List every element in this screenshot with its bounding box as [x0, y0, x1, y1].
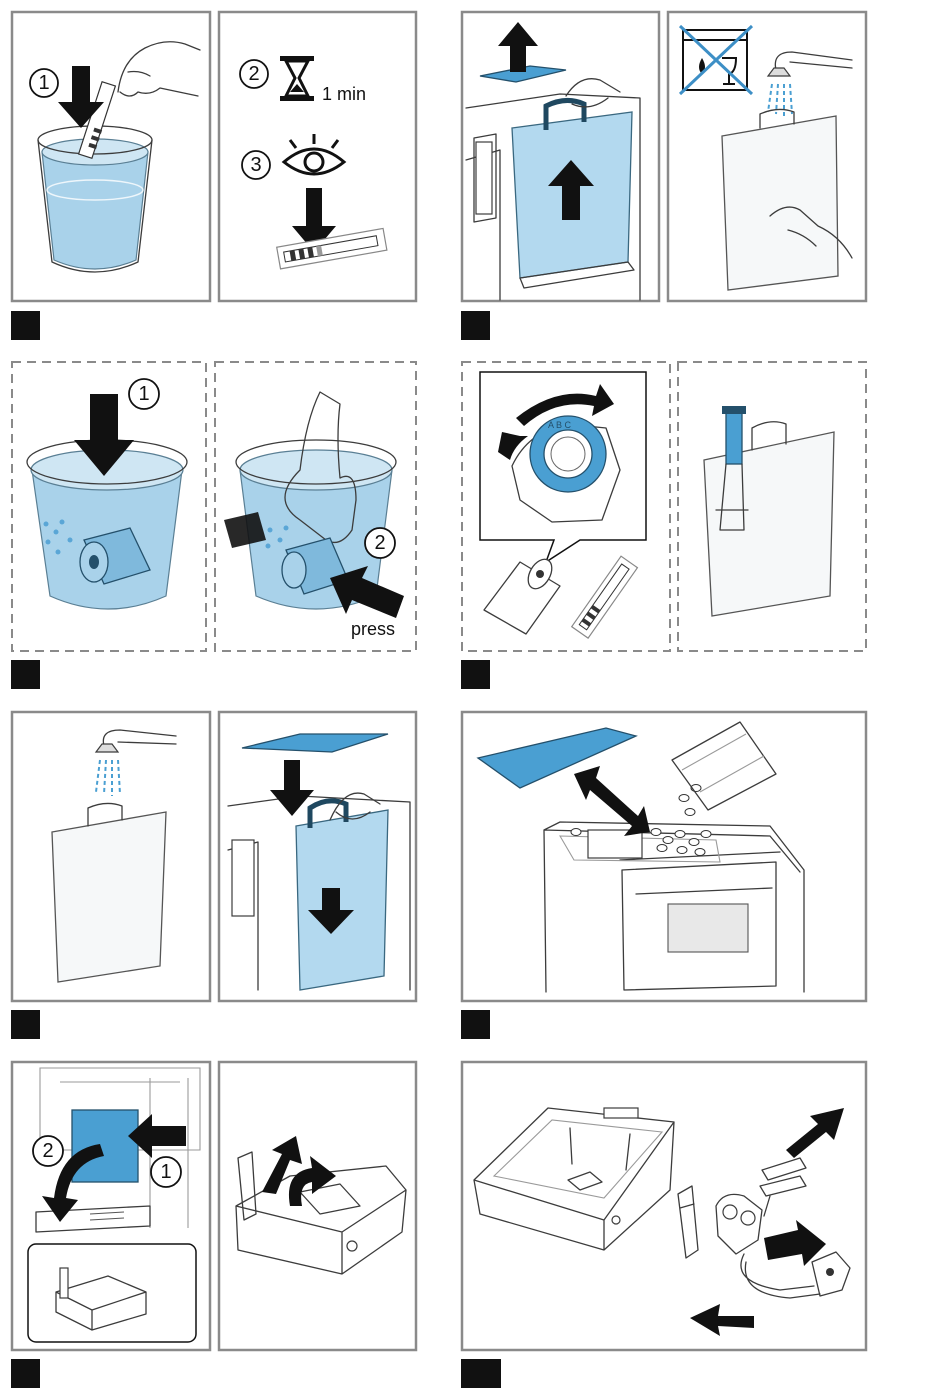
step-test-water-hardness: 1 2 1 min 3: [11, 12, 416, 340]
drip-tray-illustration: [72, 1110, 138, 1182]
step-badge-label: 2: [42, 1140, 53, 1162]
no-dishwasher-icon: [680, 26, 752, 94]
dial-letters: A B C: [548, 420, 572, 430]
step-remove-drip-tray: 2 1: [11, 1062, 416, 1388]
water-tank-illustration: [722, 116, 838, 290]
panel-lift-parts: [219, 1062, 416, 1350]
step-refill-tank: [11, 712, 416, 1039]
press-label: press: [351, 619, 395, 639]
panel-disassemble: [462, 1062, 866, 1350]
step-badge-label: 1: [138, 383, 149, 405]
step-soak-filter: 1 2 press: [11, 362, 416, 689]
step-badge-label: 1: [38, 72, 49, 94]
step-number-box: [461, 1010, 490, 1039]
step-number-box: [461, 311, 490, 340]
step-remove-water-tank: [461, 12, 866, 340]
water-tank-illustration: [52, 812, 166, 982]
step-set-filter-dial: A B C: [461, 362, 866, 689]
step-badge-label: 1: [160, 1161, 171, 1183]
step-number-box: [11, 660, 40, 689]
filter-cartridge-illustration: [726, 412, 742, 464]
step-number-box: [461, 660, 490, 689]
step-badge-label: 2: [374, 532, 385, 554]
step-number-box: [11, 1010, 40, 1039]
step-fill-beans: [461, 712, 866, 1039]
water-tank-illustration: [704, 432, 834, 616]
step-disassemble-tray: [461, 1062, 866, 1388]
step-number-box: [11, 311, 40, 340]
step-badge-label: 2: [248, 63, 259, 85]
wait-time-label: 1 min: [322, 84, 366, 104]
step-badge-label: 3: [250, 154, 261, 176]
water-tank-illustration: [296, 810, 388, 990]
inset-detail: [28, 1244, 196, 1342]
step-number-box: [11, 1359, 40, 1388]
step-number-box: [461, 1359, 501, 1388]
